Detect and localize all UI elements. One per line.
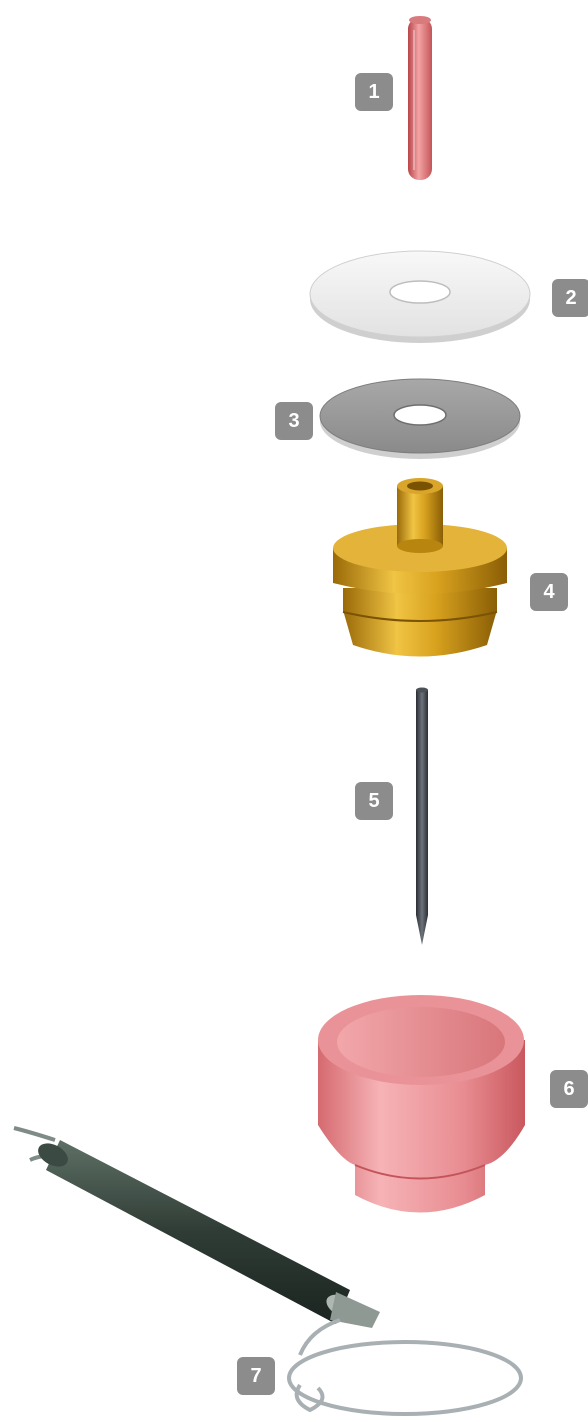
part-number-label: 2 — [565, 287, 576, 310]
part-number-badge: 4 — [530, 573, 568, 611]
insulator-washer — [310, 251, 530, 343]
part-number-label: 5 — [368, 790, 379, 813]
part-number-badge: 7 — [237, 1357, 275, 1395]
part-number-label: 3 — [288, 410, 299, 433]
gas-lens-body — [333, 478, 507, 657]
part-number-badge: 3 — [275, 402, 313, 440]
part-number-label: 4 — [543, 581, 554, 604]
part-number-label: 6 — [563, 1078, 574, 1101]
part-number-badge: 2 — [552, 279, 588, 317]
part-number-badge: 6 — [550, 1070, 588, 1108]
tungsten-electrode — [416, 688, 428, 946]
part-number-badge: 5 — [355, 782, 393, 820]
part-number-badge: 1 — [355, 73, 393, 111]
part-number-label: 1 — [368, 81, 379, 104]
ceramic-cup — [318, 995, 525, 1213]
part-number-label: 7 — [250, 1365, 261, 1388]
collet — [408, 16, 432, 180]
gasket — [320, 379, 520, 459]
